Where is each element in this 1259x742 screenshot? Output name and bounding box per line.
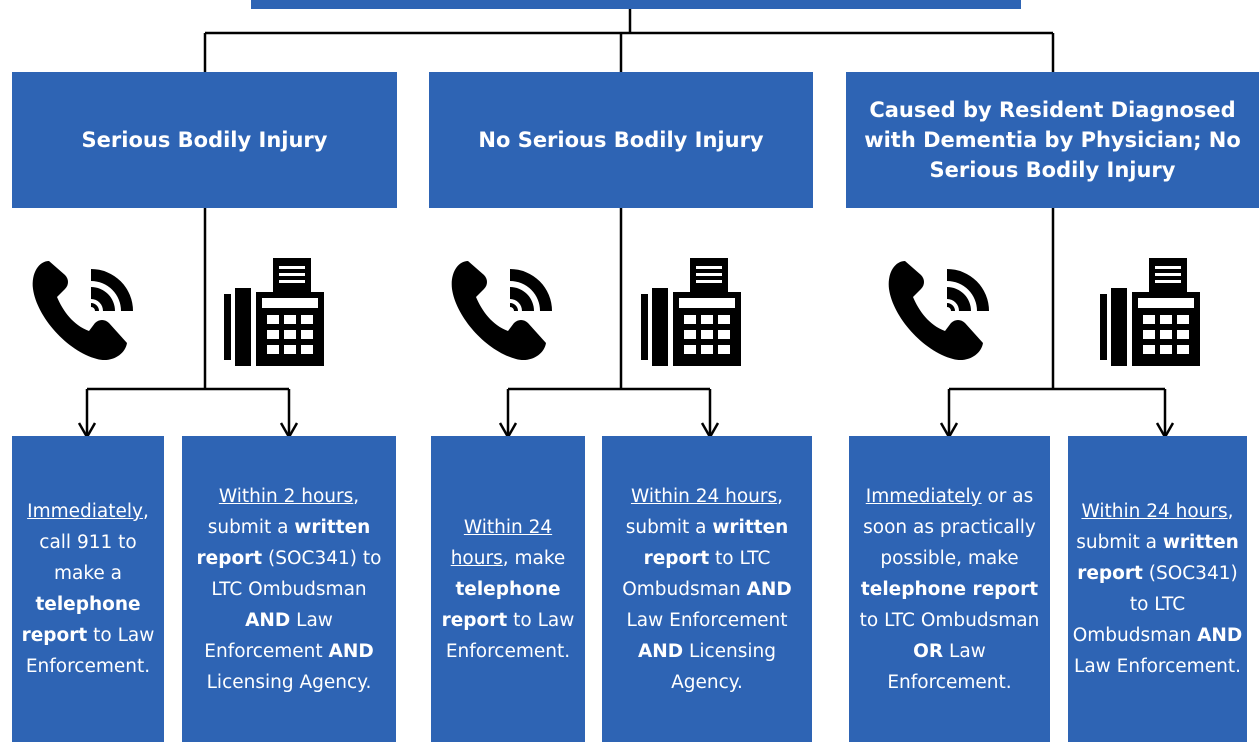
- root-box: [251, 0, 1021, 9]
- category-dementia-box: Caused by Resident Diagnosed with Dement…: [846, 72, 1259, 208]
- action-written-report-box: Within 24 hours, submit a written report…: [602, 436, 812, 742]
- category-serious-injury-box: Serious Bodily Injury: [12, 72, 397, 208]
- action-text: Immediately, call 911 to make a telephon…: [21, 501, 155, 677]
- action-text: Within 24 hours, make telephone report t…: [441, 516, 575, 662]
- action-written-report-box: Within 2 hours, submit a written report …: [182, 436, 396, 742]
- fax-machine-icon: [641, 258, 741, 366]
- action-telephone-report-box: Within 24 hours, make telephone report t…: [431, 436, 585, 742]
- action-telephone-report-box: Immediately or as soon as practically po…: [849, 436, 1050, 742]
- action-telephone-report-box: Immediately, call 911 to make a telephon…: [12, 436, 164, 742]
- action-text: Immediately or as soon as practically po…: [859, 485, 1040, 693]
- category-no-serious-injury-box: No Serious Bodily Injury: [429, 72, 813, 208]
- fax-machine-icon: [224, 258, 324, 366]
- action-text: Within 24 hours, submit a written report…: [1072, 501, 1243, 677]
- action-text: Within 24 hours, submit a written report…: [622, 485, 792, 693]
- fax-machine-icon: [1100, 258, 1200, 366]
- telephone-icon: [451, 261, 552, 361]
- telephone-icon: [32, 261, 133, 361]
- action-text: Within 2 hours, submit a written report …: [196, 485, 382, 693]
- telephone-icon: [888, 261, 989, 361]
- action-written-report-box: Within 24 hours, submit a written report…: [1068, 436, 1247, 742]
